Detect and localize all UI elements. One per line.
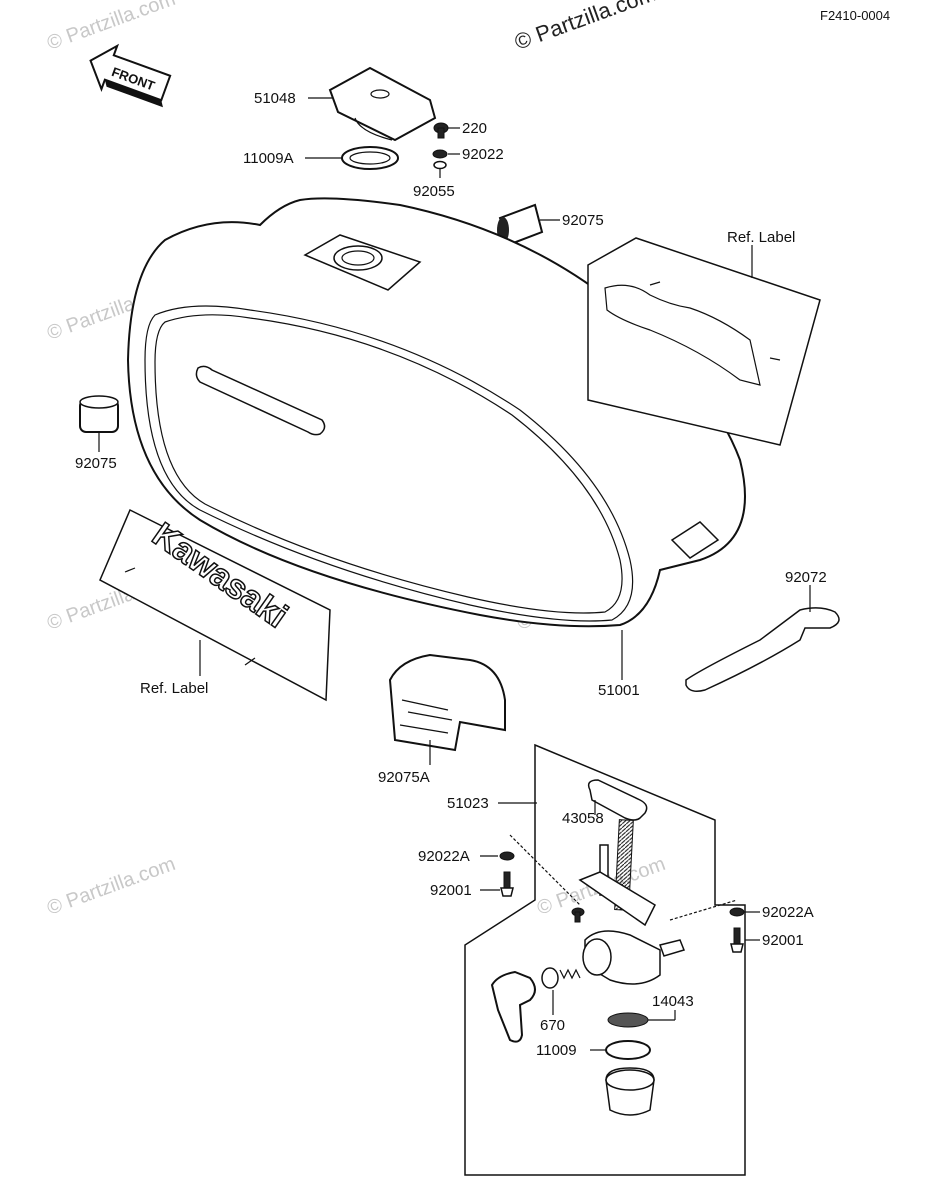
gasket-11009a-inner xyxy=(349,151,391,165)
label-92022a-left: 92022A xyxy=(418,848,470,865)
label-ref-label-left: Ref. Label xyxy=(140,680,208,697)
filter-14043 xyxy=(607,1012,649,1028)
rubber-cushion-92075-left xyxy=(79,395,119,433)
label-92075-top: 92075 xyxy=(562,212,604,229)
fuel-tap-panel xyxy=(464,743,746,1176)
gasket-43058 xyxy=(587,779,648,821)
o-ring-11009 xyxy=(605,1040,651,1060)
label-14043: 14043 xyxy=(652,993,694,1010)
label-92055: 92055 xyxy=(413,183,455,200)
rubber-mount-92075a xyxy=(388,653,506,752)
label-43058: 43058 xyxy=(562,810,604,827)
label-670: 670 xyxy=(540,1017,565,1034)
part-labels: 51048 220 11009A 92022 92055 92075 Ref. … xyxy=(75,90,827,1059)
label-92001-left: 92001 xyxy=(430,882,472,899)
diagram-code: F2410-0004 xyxy=(820,8,890,23)
bolt-92001-left xyxy=(500,871,514,897)
watermark: © Partzilla.com xyxy=(44,853,178,920)
label-51023: 51023 xyxy=(447,795,489,812)
bolt-92001-right xyxy=(730,927,744,953)
washer-92022a-right xyxy=(729,907,745,917)
label-51048: 51048 xyxy=(254,90,296,107)
o-ring-670 xyxy=(541,967,559,989)
label-92075a: 92075A xyxy=(378,769,430,786)
front-arrow-icon: FRONT xyxy=(89,43,172,108)
screw-center xyxy=(571,907,585,923)
leader-lines xyxy=(98,97,811,1051)
label-92072: 92072 xyxy=(785,569,827,586)
washer-92055 xyxy=(433,160,447,170)
label-92022: 92022 xyxy=(462,146,504,163)
label-11009a: 11009A xyxy=(243,150,294,167)
label-92001-right: 92001 xyxy=(762,932,804,949)
watermark-top: © Partzilla.com xyxy=(511,0,659,55)
label-ref-label-right: Ref. Label xyxy=(727,229,795,246)
fuel-tap xyxy=(578,819,686,985)
fuel-cap xyxy=(328,66,437,142)
ref-label-right-panel xyxy=(587,237,821,446)
screw-220 xyxy=(433,122,449,139)
spring xyxy=(559,968,581,980)
label-51001: 51001 xyxy=(598,682,640,699)
washer-92022a-left xyxy=(499,851,515,861)
tap-lever xyxy=(490,970,536,1043)
watermark: © Partzilla.com xyxy=(44,0,178,55)
sediment-cup xyxy=(605,1067,655,1116)
label-92022a-right: 92022A xyxy=(762,904,814,921)
label-92075-left: 92075 xyxy=(75,455,117,472)
washer-92022 xyxy=(432,149,448,159)
label-220: 220 xyxy=(462,120,487,137)
bracket-92072 xyxy=(685,607,840,692)
label-11009: 11009 xyxy=(536,1042,577,1059)
